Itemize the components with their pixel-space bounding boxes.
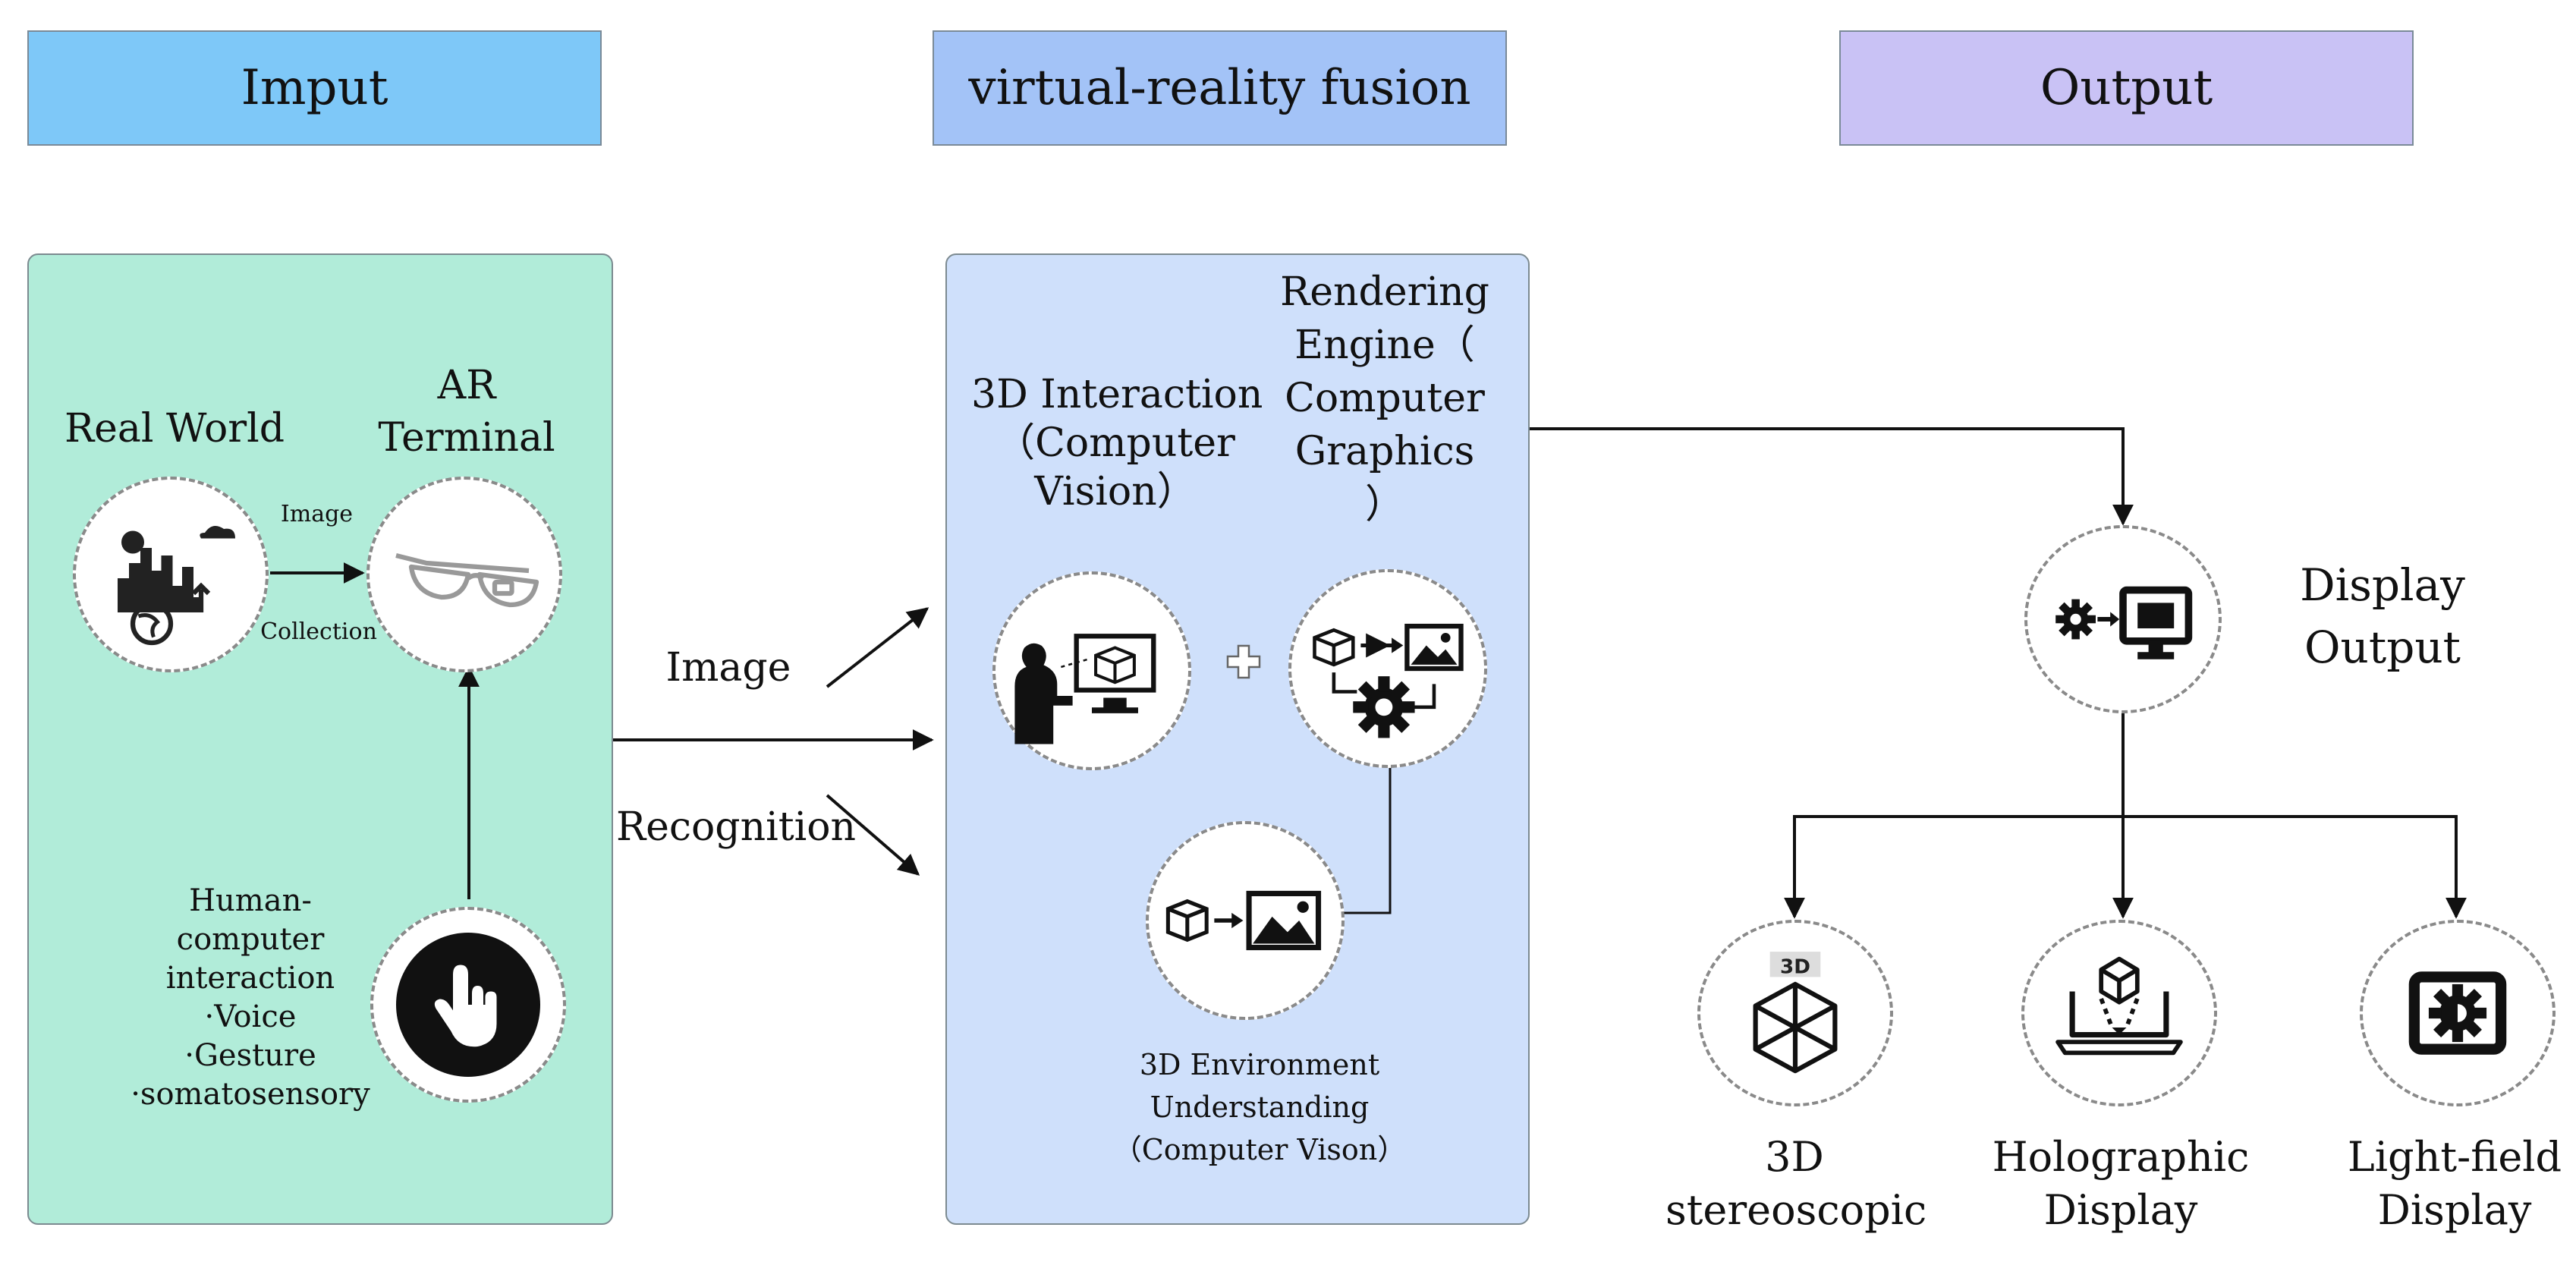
rendering-line-3: Computer — [1285, 376, 1485, 421]
stereoscopic-line-1: 3D — [1765, 1133, 1824, 1181]
real-world-label: Real World — [64, 406, 285, 452]
holographic-label: Holographic Display — [1988, 1131, 2254, 1237]
recognition-arrow-label: Recognition — [615, 804, 857, 850]
hci-line-6: ·somatosensory — [131, 1077, 370, 1112]
image-small-label: Image — [280, 501, 354, 527]
plus-icon — [1225, 641, 1263, 684]
environment-line-3: （Computer Vison） — [1112, 1133, 1407, 1166]
lightfield-label: Light-field Display — [2337, 1131, 2572, 1237]
fusion-header: virtual-reality fusion — [933, 30, 1507, 146]
holographic-line-1: Holographic — [1992, 1133, 2250, 1181]
display-output-line-2: Output — [2304, 622, 2461, 673]
hci-line-1: Human- — [189, 883, 312, 918]
fusion-to-output-arrow — [1530, 427, 2134, 526]
output-header-text: Output — [2040, 60, 2213, 116]
holographic-line-2: Display — [2043, 1186, 2198, 1234]
ar-terminal-label-2: Terminal — [378, 415, 555, 461]
ar-glasses-icon — [366, 477, 562, 672]
hci-label: Human- computer interaction ·Voice ·Gest… — [121, 882, 379, 1114]
ar-terminal-label-1: AR — [437, 363, 496, 408]
environment-line-2: Understanding — [1150, 1090, 1370, 1124]
cube-image-icon — [1146, 821, 1345, 1020]
env-to-render-connector — [1343, 761, 1392, 914]
light-field-icon — [2360, 920, 2556, 1106]
rendering-line-1: Rendering — [1280, 269, 1489, 315]
interaction-line-3: Vision） — [1034, 469, 1197, 515]
3d-cube-icon: 3D — [1697, 920, 1893, 1106]
hci-line-2: computer — [176, 922, 325, 957]
hci-line-4: ·Voice — [204, 999, 297, 1034]
lightfield-line-1: Light-field — [2347, 1133, 2562, 1181]
display-output-line-1: Display — [2300, 559, 2465, 611]
input-header-text: Imput — [241, 60, 388, 116]
render-gear-icon — [1288, 569, 1487, 768]
hand-touch-icon — [370, 907, 566, 1103]
image-diagonal-arrow — [826, 607, 929, 688]
hci-line-3: interaction — [165, 961, 335, 996]
rendering-line-4: Graphics — [1294, 429, 1475, 474]
output-header: Output — [1839, 30, 2414, 146]
image-arrow-label: Image — [665, 645, 791, 691]
3d-icon-text: 3D — [1780, 956, 1810, 979]
interaction-line-1: 3D Interaction — [971, 372, 1263, 417]
interaction-label: 3D Interaction （Computer Vision） — [971, 370, 1263, 516]
stereoscopic-label: 3D stereoscopic — [1665, 1131, 1927, 1237]
rendering-line-2: Engine（ — [1294, 323, 1475, 368]
interaction-line-2: （Computer — [995, 420, 1235, 466]
collection-small-label: Collection — [260, 618, 377, 645]
recognition-diagonal-arrow — [826, 794, 920, 876]
environment-label: 3D Environment Understanding （Computer V… — [1093, 1043, 1426, 1171]
branch-right-arrow — [2123, 815, 2467, 919]
rendering-label: Rendering Engine（ Computer Graphics ） — [1260, 266, 1510, 531]
hologram-laptop-icon — [2021, 920, 2217, 1106]
fusion-header-text: virtual-reality fusion — [968, 60, 1471, 116]
input-header: Imput — [27, 30, 602, 146]
display-output-label: Display Output — [2269, 554, 2496, 678]
display-gear-icon — [2024, 525, 2222, 713]
lightfield-line-2: Display — [2377, 1186, 2532, 1234]
stereoscopic-line-2: stereoscopic — [1665, 1186, 1927, 1234]
branch-left-arrow — [1784, 815, 2123, 919]
rendering-line-5: ） — [1364, 482, 1404, 527]
environment-line-1: 3D Environment — [1139, 1048, 1380, 1081]
person-monitor-icon — [992, 571, 1191, 770]
real-world-icon — [73, 477, 269, 672]
hci-line-5: ·Gesture — [184, 1038, 316, 1073]
